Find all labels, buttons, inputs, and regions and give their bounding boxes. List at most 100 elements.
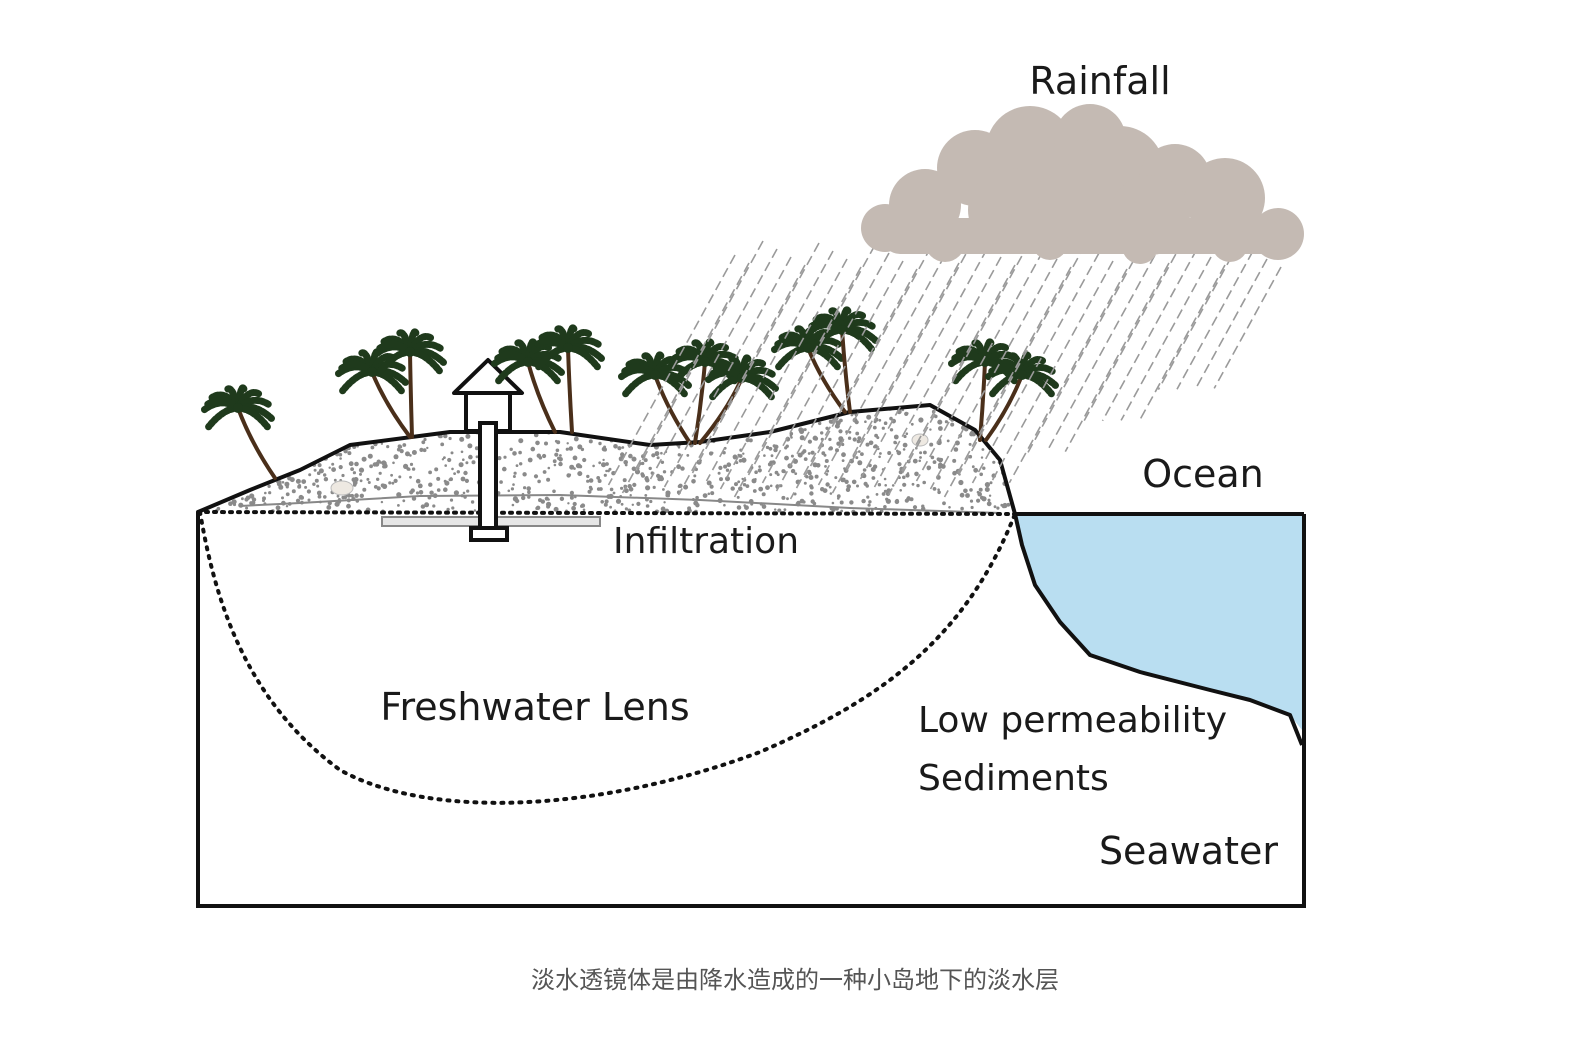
sand-dot [405, 451, 410, 457]
sand-dot [898, 470, 903, 475]
sand-dot [929, 442, 934, 447]
sand-dot [621, 446, 625, 449]
sand-dot [272, 463, 276, 468]
sand-dot [343, 429, 349, 435]
palm-tree [201, 384, 277, 480]
sand-dot [765, 422, 769, 426]
sand-dot [852, 437, 857, 442]
sand-dot [857, 460, 863, 466]
sand-dot [439, 434, 443, 439]
sand-dot [312, 431, 317, 436]
sand-dot [969, 499, 974, 503]
sand-dot [592, 406, 595, 409]
sand-dot [838, 429, 843, 434]
sand-dot [902, 442, 908, 448]
sand-dot [434, 400, 437, 403]
sand-dot [726, 462, 732, 468]
sand-dot [247, 473, 253, 479]
sand-dot [736, 505, 742, 510]
sand-dot [784, 446, 788, 450]
sand-dot [693, 474, 697, 478]
sand-dot [608, 431, 612, 435]
sand-dot [456, 470, 460, 474]
sand-dot [448, 478, 452, 482]
palm-tree [531, 324, 605, 434]
sand-dot [313, 468, 317, 472]
sand-dot [569, 490, 575, 495]
sand-dot [530, 446, 536, 452]
sand-dot [1001, 448, 1005, 452]
rain-streak [705, 250, 834, 482]
sand-dot [295, 433, 300, 437]
sand-dot [290, 435, 294, 439]
sand-dot [1012, 414, 1015, 419]
sand-dot [308, 436, 312, 441]
sand-dot [274, 419, 278, 422]
sand-dot [306, 430, 312, 436]
sand-dot [587, 406, 593, 412]
sand-dot [609, 505, 612, 509]
sand-dot [319, 438, 323, 442]
sand-dot [584, 430, 589, 434]
sand-dot [228, 478, 233, 483]
sand-dot [989, 481, 993, 485]
rain-streak [1213, 266, 1282, 389]
sand-dot [953, 447, 959, 452]
sand-dot [240, 439, 245, 444]
sand-dot [764, 423, 769, 427]
sand-dot [346, 503, 351, 509]
sand-dot [328, 415, 332, 419]
sand-dot [336, 494, 340, 498]
sand-dot [428, 482, 433, 487]
sand-dot [464, 478, 469, 483]
sand-dot [812, 462, 818, 468]
sand-dot [365, 413, 370, 418]
sand-dot [629, 408, 634, 413]
sand-dot [891, 402, 893, 404]
sand-dot [260, 469, 264, 473]
sand-dot [683, 484, 689, 490]
sand-dot [781, 495, 786, 500]
sand-dot [588, 485, 593, 490]
sand-dot [328, 446, 332, 450]
sand-dot [527, 490, 531, 495]
sand-dot [432, 504, 436, 508]
sand-dot [422, 405, 428, 407]
sand-dot [929, 428, 932, 431]
sand-dot [590, 424, 594, 428]
sand-dot [255, 437, 259, 441]
sand-dot [596, 414, 602, 419]
sand-dot [316, 484, 320, 488]
sand-dot [220, 422, 224, 426]
sand-dot [328, 466, 331, 469]
sand-dot [597, 479, 602, 483]
sand-dot [636, 501, 641, 506]
rain-streak [789, 268, 918, 500]
sand-dot [632, 482, 637, 487]
sand-dot [648, 466, 652, 471]
sand-dot [877, 483, 882, 487]
sand-dot [546, 477, 551, 482]
sand-dot [393, 478, 398, 483]
sand-dot [596, 476, 601, 480]
sand-dot [711, 405, 714, 407]
sand-dot [651, 424, 655, 428]
sand-dot [603, 473, 607, 477]
sand-dot [259, 436, 264, 441]
sand-dot [758, 486, 764, 492]
sand-dot [207, 414, 212, 419]
sand-dot [1009, 454, 1015, 460]
sand-dot [790, 468, 796, 474]
sand-dot [894, 441, 898, 445]
sand-dot [884, 484, 887, 487]
sand-dot [611, 414, 617, 419]
sand-dot [575, 415, 579, 420]
sand-dot [911, 482, 915, 486]
sand-dot [426, 446, 429, 450]
island-outline [197, 403, 1017, 515]
sand-dot [378, 471, 382, 475]
sand-dot [773, 444, 779, 450]
sand-dot [379, 461, 382, 464]
sand-dot [540, 499, 545, 504]
rain-streak [943, 266, 1072, 498]
